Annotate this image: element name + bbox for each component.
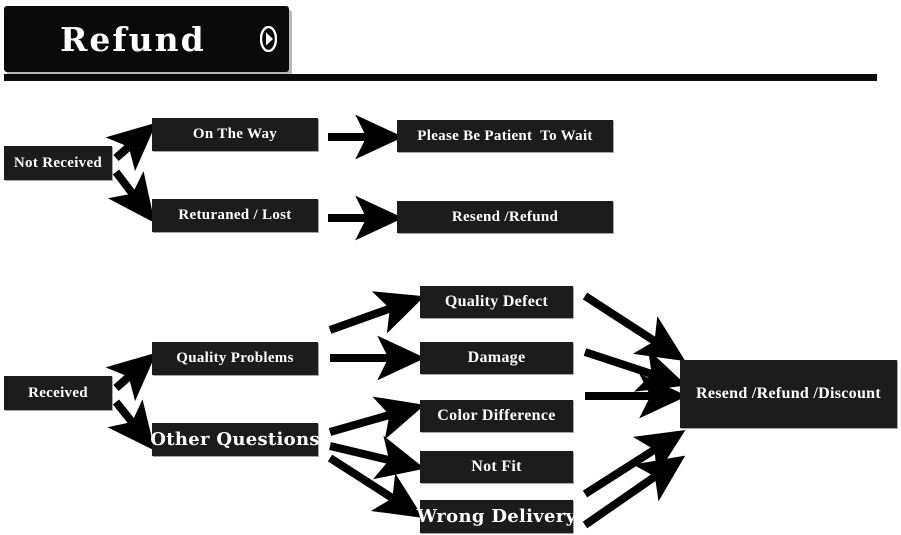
- connector-received-to-other-questions: [107, 399, 155, 451]
- connector-quality-problems-to-quality-defect: [328, 291, 425, 334]
- connector-other-questions-to-not-fit: [329, 435, 425, 480]
- node-label: Returaned / Lost: [178, 207, 292, 223]
- node-returaned-lost[interactable]: Returaned / Lost: [152, 199, 318, 232]
- play-icon[interactable]: [259, 25, 278, 53]
- node-quality-problems[interactable]: Quality Problems: [152, 342, 318, 375]
- node-label: Resend /Refund: [451, 208, 559, 225]
- node-wrong-delivery[interactable]: Wrong Delivery: [417, 500, 576, 533]
- header-banner: Refund: [4, 6, 289, 72]
- header-divider: [4, 74, 877, 81]
- connector-other-questions-to-color-difference: [328, 396, 425, 440]
- node-label: Not Fit: [471, 458, 522, 475]
- node-label: Not Received: [13, 154, 103, 171]
- node-label: Other Questions: [150, 429, 320, 450]
- node-not-fit[interactable]: Not Fit: [420, 451, 573, 483]
- node-color-difference[interactable]: Color Difference: [420, 400, 573, 432]
- connector-damage-to-terminal: [583, 348, 687, 392]
- node-damage[interactable]: Damage: [420, 342, 573, 374]
- node-quality-defect[interactable]: Quality Defect: [420, 286, 573, 318]
- connector-quality-defect-to-terminal: [582, 292, 686, 362]
- node-not-received[interactable]: Not Received: [4, 146, 112, 180]
- node-resend-refund-discount[interactable]: Resend /Refund /Discount: [680, 360, 897, 428]
- connector-wrong-delivery-to-terminal: [582, 455, 686, 529]
- node-label: Quality Defect: [444, 293, 549, 310]
- node-other-questions[interactable]: Other Questions: [150, 423, 320, 456]
- node-label: Please Be Patient To Wait: [417, 127, 593, 144]
- node-label: Quality Problems: [176, 350, 294, 366]
- connector-not-fit-to-terminal: [582, 429, 686, 498]
- node-label: Color Difference: [437, 407, 556, 424]
- page-title: Refund: [60, 19, 206, 59]
- connector-other-questions-to-wrong-delivery: [327, 454, 424, 519]
- node-label: Wrong Delivery: [416, 506, 577, 527]
- node-label: Received: [28, 384, 88, 401]
- node-please-be-patient-to-wait[interactable]: Please Be Patient To Wait: [397, 120, 613, 152]
- node-on-the-way[interactable]: On The Way: [152, 118, 318, 151]
- node-label: Resend /Refund /Discount: [695, 385, 881, 402]
- connector-not-received-to-returned-lost: [107, 169, 155, 223]
- node-resend-refund[interactable]: Resend /Refund: [397, 201, 613, 233]
- node-received[interactable]: Received: [4, 376, 112, 410]
- connector-not-received-to-on-the-way: [105, 122, 157, 172]
- node-label: Damage: [467, 349, 526, 366]
- node-label: On The Way: [192, 126, 278, 142]
- connector-received-to-quality-problems: [105, 352, 157, 402]
